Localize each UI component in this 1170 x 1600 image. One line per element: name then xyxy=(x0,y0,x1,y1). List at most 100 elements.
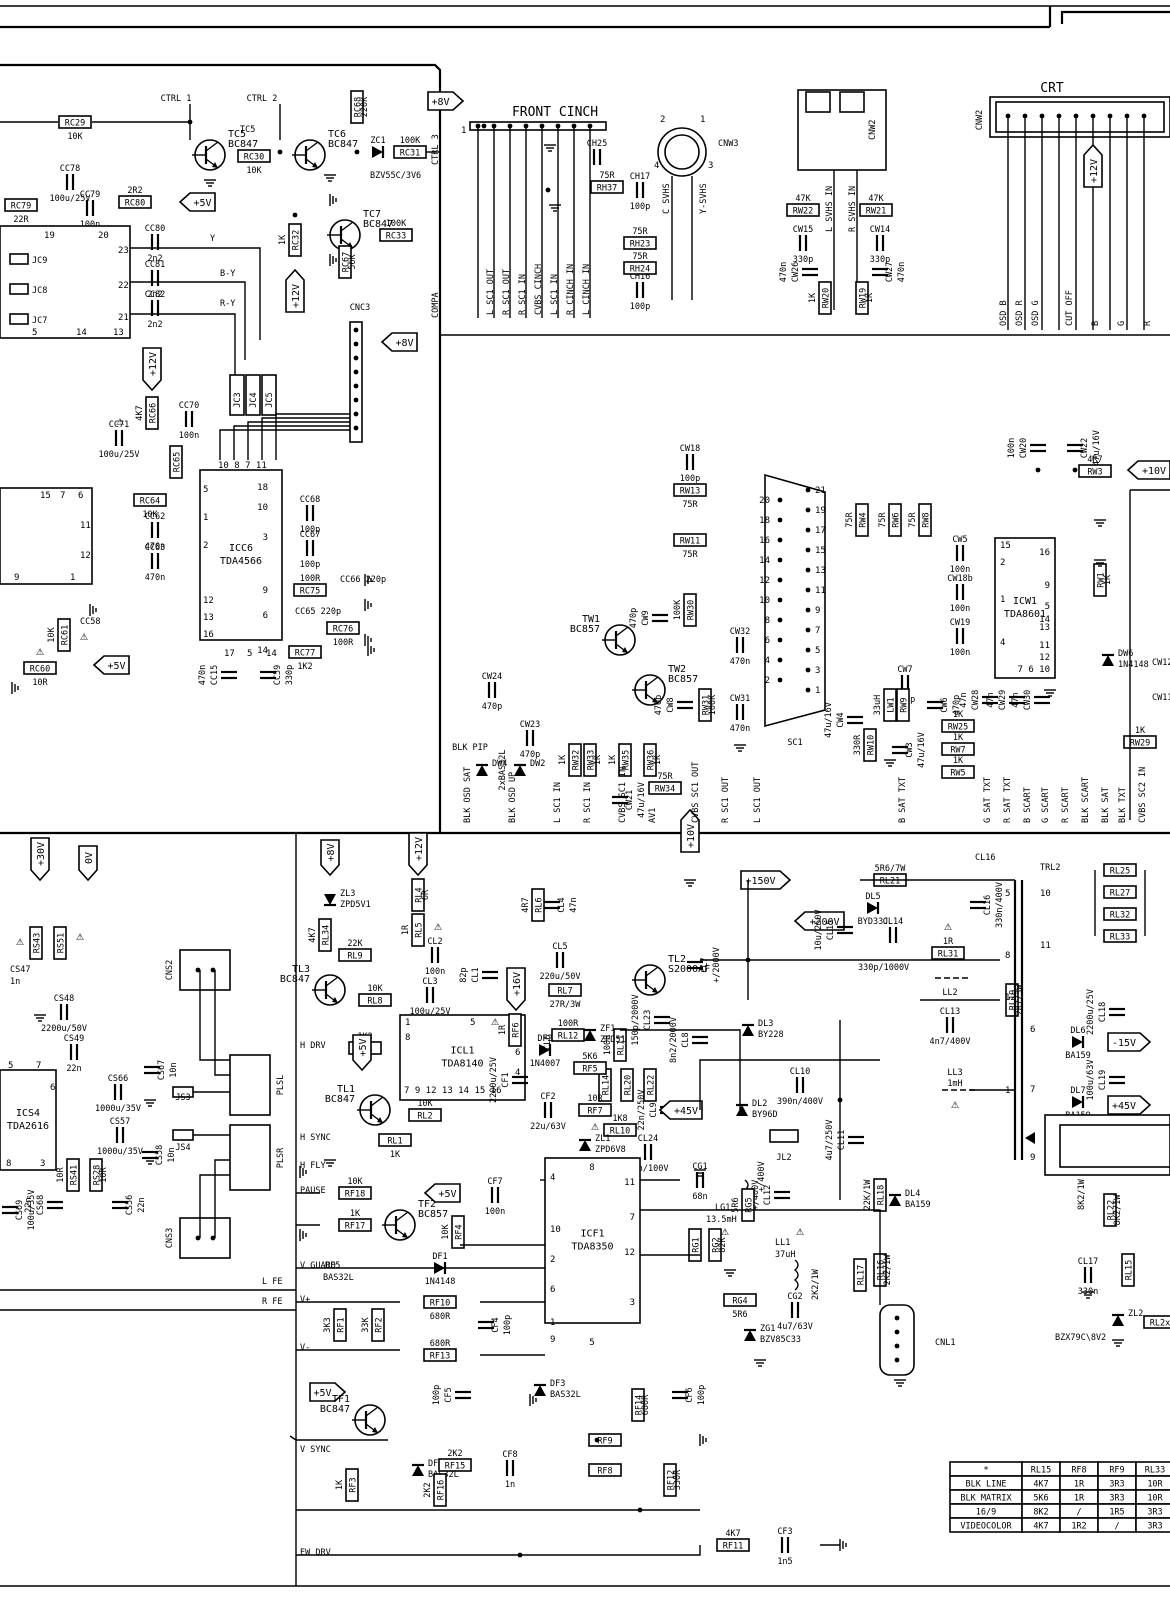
cl6-label: CL6 xyxy=(543,1035,553,1050)
diode-ref: DW2 xyxy=(530,759,545,769)
diode-ref: DF4 xyxy=(428,1459,443,1469)
resistor-ref: RL27 xyxy=(1110,889,1130,899)
capacitor-ref: CW26 xyxy=(791,262,801,282)
supply-12v-deflection: +12V xyxy=(408,832,428,877)
resistor-value: 680R xyxy=(430,1339,451,1349)
y-label: Y xyxy=(210,234,215,244)
signal-label: CVBS SC1 IN xyxy=(618,767,628,823)
capacitor-value: 470n xyxy=(198,665,208,685)
resistor-rl22: RL22 xyxy=(643,1068,657,1102)
cinch-signal-label: R CINCH IN xyxy=(566,264,576,315)
resistor-value: 1K xyxy=(593,754,603,765)
junction-dot xyxy=(777,677,783,683)
connector-cnl1 xyxy=(879,1304,915,1376)
ground-symbol xyxy=(1112,1339,1124,1347)
resistor-ref: RL22 xyxy=(1107,1200,1117,1220)
label-text: 6 xyxy=(50,1083,55,1093)
crt-pin-label: CUT OFF xyxy=(1065,290,1075,326)
crt-label: CRT xyxy=(1040,81,1064,96)
signal-label: R SCART xyxy=(1061,787,1071,823)
capacitor-ref: CW30 xyxy=(1023,690,1033,710)
supply-200v: +200V xyxy=(793,911,845,931)
junction-dot xyxy=(353,369,359,375)
table-cell: / xyxy=(1076,1508,1081,1518)
junction-dot xyxy=(777,517,783,523)
resistor-ref: RW34 xyxy=(655,785,675,795)
scart-pin: 17 xyxy=(815,526,826,536)
supply-30v: +30V xyxy=(30,837,50,882)
diode-value: BZV85C33 xyxy=(760,1335,801,1345)
junction-dot xyxy=(292,212,298,218)
label-text: 2 xyxy=(550,1255,555,1265)
diode-ref: DF3 xyxy=(550,1379,565,1389)
capacitor-value: 470n xyxy=(779,262,789,282)
junction-dot xyxy=(894,1343,900,1349)
df5-value: BAS32L xyxy=(323,1273,354,1283)
resistor-ref: RL14 xyxy=(602,1075,612,1095)
capacitor-ref: CC15 xyxy=(210,665,220,685)
ic-ref: ICW1 xyxy=(1013,596,1037,607)
capacitor-ref: CF8 xyxy=(502,1450,517,1460)
resistor-ref: RC64 xyxy=(140,497,160,507)
capacitor-value: 100n xyxy=(950,604,970,614)
supply-label: +8V xyxy=(431,97,449,108)
ground-symbol xyxy=(1094,559,1106,567)
wire xyxy=(640,1209,881,1305)
junction-dot xyxy=(777,577,783,583)
capacitor-ref: CS67 xyxy=(157,1060,167,1080)
cl14-value: 330p/1000V xyxy=(858,963,909,973)
jumper-label: JC7 xyxy=(32,316,47,326)
resistor-ref: RF11 xyxy=(723,1542,743,1552)
table-cell: 8K2 xyxy=(1033,1508,1048,1518)
resistor-ref: RF13 xyxy=(430,1352,450,1362)
label-text: 1 xyxy=(550,1318,555,1328)
ground-symbol xyxy=(839,1539,847,1551)
wire xyxy=(233,425,350,460)
resistor-ref: RF1 xyxy=(337,1317,347,1332)
resistor-ref: RL2x xyxy=(1150,1319,1170,1329)
resistor-rl27: RL27 xyxy=(1103,885,1137,899)
resistor-value: 33uH xyxy=(873,695,883,715)
resistor-ref: RF2 xyxy=(375,1317,385,1332)
table-cell: VIDEOCOLOR xyxy=(960,1522,1012,1532)
capacitor-value: 4u7/63V xyxy=(777,1322,813,1332)
diode-value: 1N4148 xyxy=(1118,660,1149,670)
wire xyxy=(214,1159,230,1238)
capacitor-value: 68n xyxy=(692,1192,707,1202)
label-text: 3 xyxy=(40,1159,45,1169)
capacitor-ref: CC68 xyxy=(300,495,320,505)
capacitor-value: 2n2 xyxy=(147,290,162,300)
ic-part: TDA2616 xyxy=(7,1121,49,1132)
capacitor-value: 470n xyxy=(730,724,750,734)
resistor-ref: RL9 xyxy=(347,952,362,962)
resistor-ref: RG4 xyxy=(732,1297,747,1307)
js4-label: JS4 xyxy=(175,1143,190,1153)
cinch-signal-label: R SC1 IN xyxy=(518,274,528,315)
df5-ref: DF5 xyxy=(325,1261,340,1271)
resistor-ref: RW35 xyxy=(622,750,632,770)
supply-label: +5V xyxy=(107,661,125,672)
capacitor-value: 1000u/35V xyxy=(97,1147,143,1157)
